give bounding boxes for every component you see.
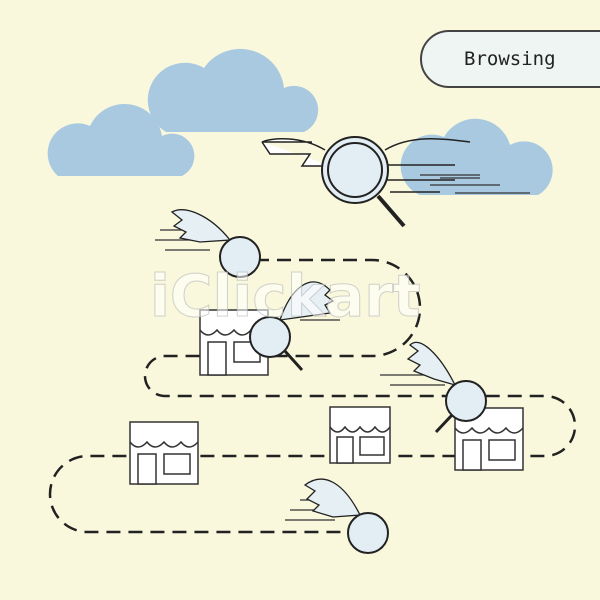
watermark: iClickart [150,262,422,331]
cloud-icon [400,118,553,195]
title-badge: Browsing [420,30,600,88]
winged-magnifier-icon [406,341,487,434]
clouds [47,48,553,195]
cloud-icon [47,103,195,176]
shop-icon [129,421,199,485]
dashed-path [48,258,577,534]
winged-magnifier-icon [249,281,335,372]
shops [129,309,524,485]
winged-magnifier-icon [261,136,471,228]
title-label: Browsing [464,48,556,70]
cloud-icon [147,48,319,132]
shop-icon [329,406,391,464]
winged-magnifier-icon [170,209,261,278]
magnifiers [170,136,487,554]
winged-magnifier-icon [303,478,389,554]
